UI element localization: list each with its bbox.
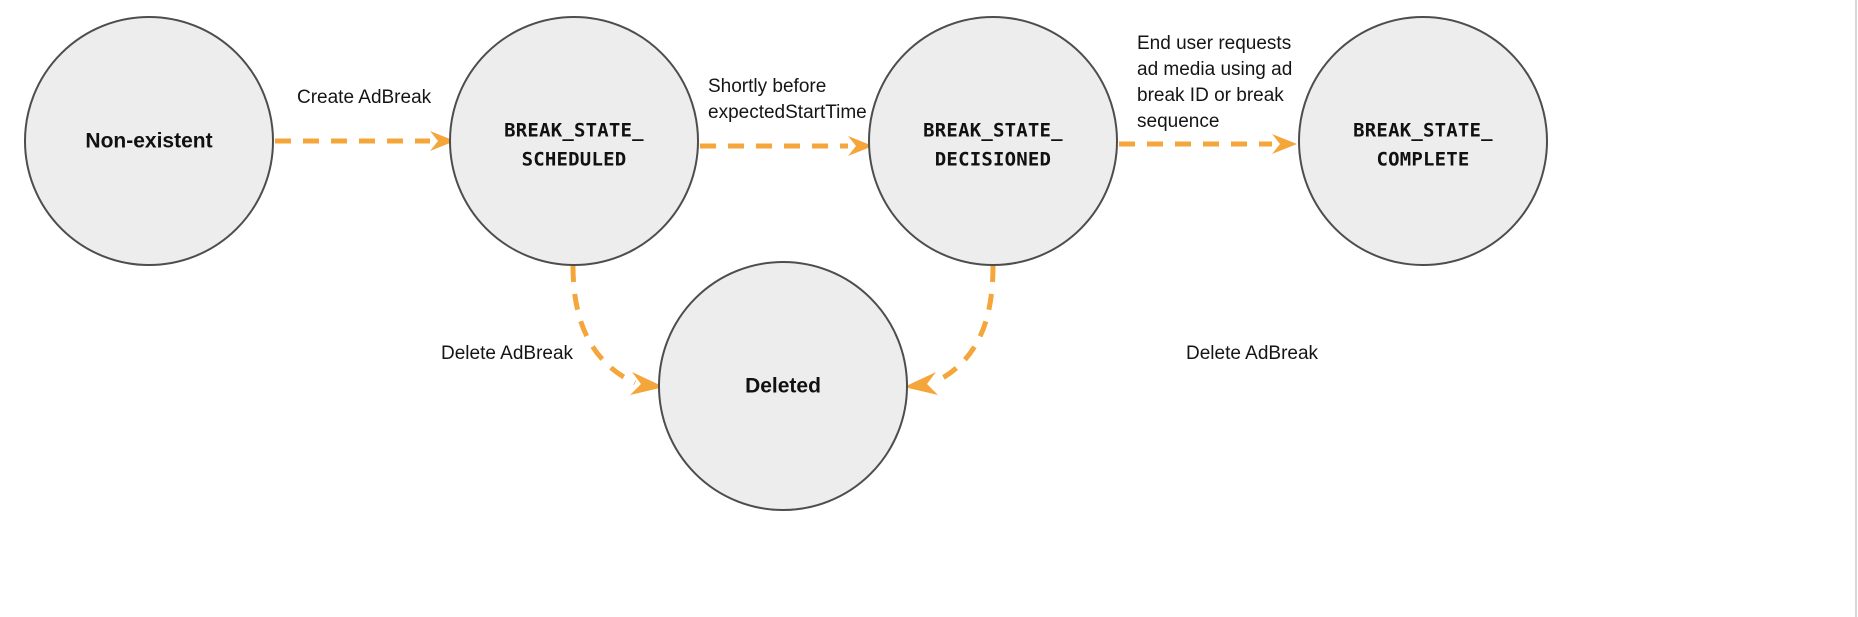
arrowhead-icon: [1272, 134, 1297, 154]
edge-line-delete-from-scheduled: [570, 265, 637, 386]
edge-label-run: break ID or break: [1137, 85, 1284, 106]
edge-labels-layer: Create AdBreak Shortly before expectedStar…: [297, 33, 1319, 364]
edge-label-line: expectedStartTime: [708, 102, 867, 123]
edge-create-adbreak[interactable]: [275, 131, 455, 151]
arrowhead-icon: [630, 372, 664, 395]
node-label-non-existent: Non-existent: [85, 130, 212, 153]
node-non-existent[interactable]: Non-existent: [24, 16, 274, 266]
edge-label-run: End user requests: [1137, 33, 1291, 54]
node-circle-break-state-decisioned: [868, 16, 1118, 266]
edge-label-run: sequence: [1137, 111, 1219, 132]
edge-label-run: Delete: [1186, 343, 1245, 364]
node-label-break-state-scheduled-line2: SCHEDULED: [522, 149, 627, 171]
edge-label-run: Create: [297, 87, 358, 108]
edge-delete-from-decisioned[interactable]: [904, 265, 996, 395]
edge-label-run: ad media using ad: [1137, 59, 1292, 80]
edge-label-delete-adbreak-from-decisioned: Delete AdBreak: [1186, 343, 1319, 364]
edge-label-shortly-before-expected-start-time: Shortly before expectedStartTime: [708, 76, 867, 123]
node-label-break-state-scheduled-line1: BREAK_STATE_: [504, 120, 644, 142]
edge-label-line: Create AdBreak: [297, 87, 432, 108]
edge-label-run: AdBreak: [500, 343, 573, 364]
edge-label-run: AdBreak: [358, 87, 431, 108]
edge-line-delete-from-decisioned: [931, 265, 996, 386]
edge-label-run: Delete: [441, 343, 500, 364]
edge-label-line: break ID or break: [1137, 85, 1284, 106]
edge-label-create-adbreak: Create AdBreak: [297, 87, 432, 108]
edge-delete-from-scheduled[interactable]: [570, 265, 664, 395]
node-circle-break-state-scheduled: [449, 16, 699, 266]
edge-label-line: Delete AdBreak: [1186, 343, 1319, 364]
node-circle-deleted: [658, 261, 908, 511]
edge-label-line: End user requests: [1137, 33, 1291, 54]
node-circle-non-existent: [24, 16, 274, 266]
arrowhead-icon: [430, 131, 455, 151]
edge-label-delete-adbreak-from-scheduled: Delete AdBreak: [441, 343, 574, 364]
node-break-state-complete[interactable]: BREAK_STATE_ COMPLETE: [1298, 16, 1548, 266]
edge-end-user-requests[interactable]: [1119, 134, 1297, 154]
edge-label-end-user-requests-ad-media: End user requests ad media using ad break …: [1137, 33, 1292, 132]
edge-shortly-before[interactable]: [700, 136, 873, 156]
edge-label-line: Shortly before: [708, 76, 826, 97]
edge-label-line: ad media using ad: [1137, 59, 1292, 80]
node-label-deleted: Deleted: [745, 375, 821, 398]
node-break-state-decisioned[interactable]: BREAK_STATE_ DECISIONED: [868, 16, 1118, 266]
node-break-state-scheduled[interactable]: BREAK_STATE_ SCHEDULED: [449, 16, 699, 266]
node-label-break-state-complete-line2: COMPLETE: [1376, 149, 1469, 171]
edge-label-run: expectedStartTime: [708, 102, 867, 123]
node-deleted[interactable]: Deleted: [658, 261, 908, 511]
arrowhead-icon: [848, 136, 873, 156]
edge-label-line: Delete AdBreak: [441, 343, 574, 364]
edge-label-run: AdBreak: [1245, 343, 1318, 364]
arrowhead-icon: [904, 372, 938, 395]
nodes-layer: Non-existent BREAK_STATE_ SCHEDULED BREA…: [24, 16, 1548, 511]
node-label-break-state-decisioned-line1: BREAK_STATE_: [923, 120, 1063, 142]
edge-label-line: sequence: [1137, 111, 1219, 132]
node-label-break-state-decisioned-line2: DECISIONED: [935, 149, 1051, 171]
edge-label-run: Shortly before: [708, 76, 826, 97]
node-circle-break-state-complete: [1298, 16, 1548, 266]
node-label-break-state-complete-line1: BREAK_STATE_: [1353, 120, 1493, 142]
edges-layer: [275, 131, 1297, 395]
